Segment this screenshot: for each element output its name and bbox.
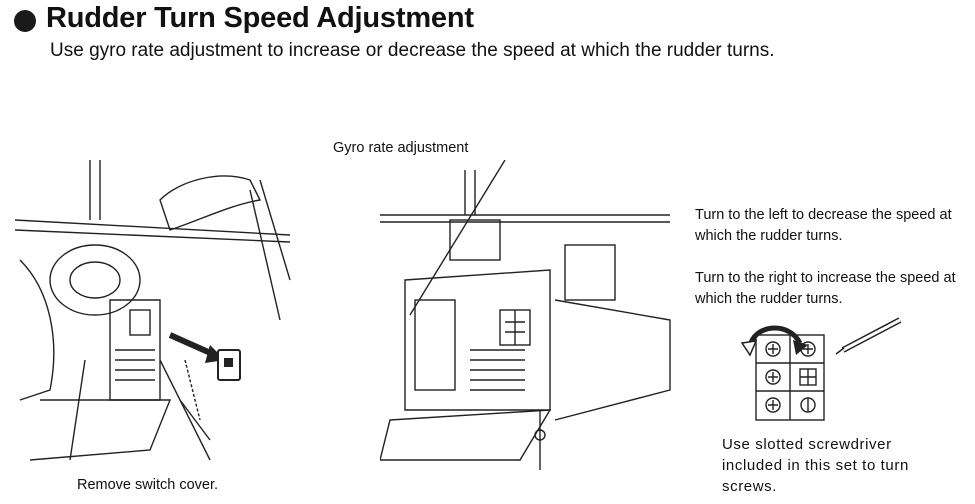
- section-title: Rudder Turn Speed Adjustment: [46, 2, 474, 34]
- remove-switch-cover-caption: Remove switch cover.: [77, 477, 219, 493]
- instruction-decrease: Turn to the left to decrease the speed a…: [695, 207, 952, 244]
- screwdriver-note: Use slotted screwdriver included in this…: [722, 436, 909, 495]
- instruction-increase: Turn to the right to increase the speed …: [695, 270, 956, 307]
- section-subtitle: Use gyro rate adjustment to increase or …: [50, 40, 775, 61]
- helicopter-switch-cover-illustration: [14, 160, 291, 461]
- helicopter-gyro-illustration: [380, 160, 671, 470]
- section-bullet-icon: [14, 10, 36, 32]
- gyro-adjustment-panel-illustration: [740, 317, 902, 421]
- gyro-rate-adjustment-label: Gyro rate adjustment: [333, 140, 469, 156]
